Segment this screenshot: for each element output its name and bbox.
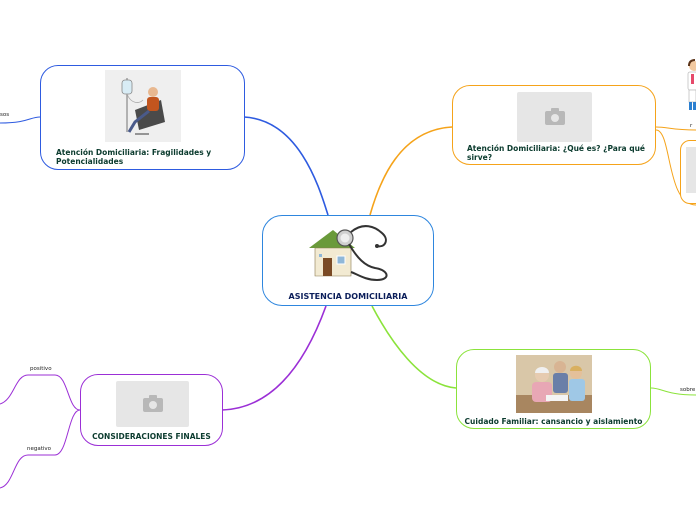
link-fragilidades-out — [0, 116, 41, 124]
branch-fragilidades[interactable]: Atención Domiciliaria: Fragilidades y Po… — [40, 65, 245, 170]
link-que-es-out-1 — [655, 126, 696, 131]
branch-cuidado[interactable]: Cuidado Familiar: cansancio y aislamient… — [456, 349, 651, 429]
house-stethoscope-icon — [305, 222, 393, 284]
family-elderly-photo — [516, 355, 592, 413]
link-fragilidades — [243, 116, 329, 216]
branch-que-es-label: Atención Domiciliaria: ¿Qué es? ¿Para qu… — [467, 144, 646, 162]
camera-icon — [142, 395, 163, 412]
nurse-figure-icon — [686, 58, 696, 114]
tag-left-cut: sos — [0, 112, 10, 118]
link-cuidado — [371, 305, 457, 389]
branch-cuidado-label: Cuidado Familiar: cansancio y aislamient… — [464, 417, 643, 426]
photo-placeholder-que-es — [517, 92, 592, 142]
link-positivo — [0, 374, 81, 411]
branch-consideraciones[interactable]: CONSIDERACIONES FINALES — [80, 374, 223, 446]
photo-placeholder-consideraciones — [116, 381, 189, 427]
tag-right-cut: r — [690, 123, 693, 129]
branch-que-es[interactable]: Atención Domiciliaria: ¿Qué es? ¿Para qu… — [452, 85, 656, 165]
tag-negativo: negativo — [27, 446, 52, 452]
link-que-es — [369, 126, 453, 216]
central-node[interactable]: ASISTENCIA DOMICILIARIA — [262, 215, 434, 306]
camera-icon — [544, 108, 565, 125]
link-negativo — [0, 409, 81, 489]
link-cuidado-out — [650, 387, 696, 396]
central-title: ASISTENCIA DOMICILIARIA — [288, 292, 408, 301]
branch-fragilidades-label: Atención Domiciliaria: Fragilidades y Po… — [56, 148, 212, 166]
tag-positivo: positivo — [30, 366, 52, 372]
tag-sobre: sobre — [680, 387, 696, 393]
branch-consideraciones-label: CONSIDERACIONES FINALES — [92, 432, 211, 441]
link-consideraciones — [221, 305, 327, 411]
patient-iv-chair-image — [105, 70, 181, 142]
partial-node-right[interactable] — [680, 140, 696, 204]
